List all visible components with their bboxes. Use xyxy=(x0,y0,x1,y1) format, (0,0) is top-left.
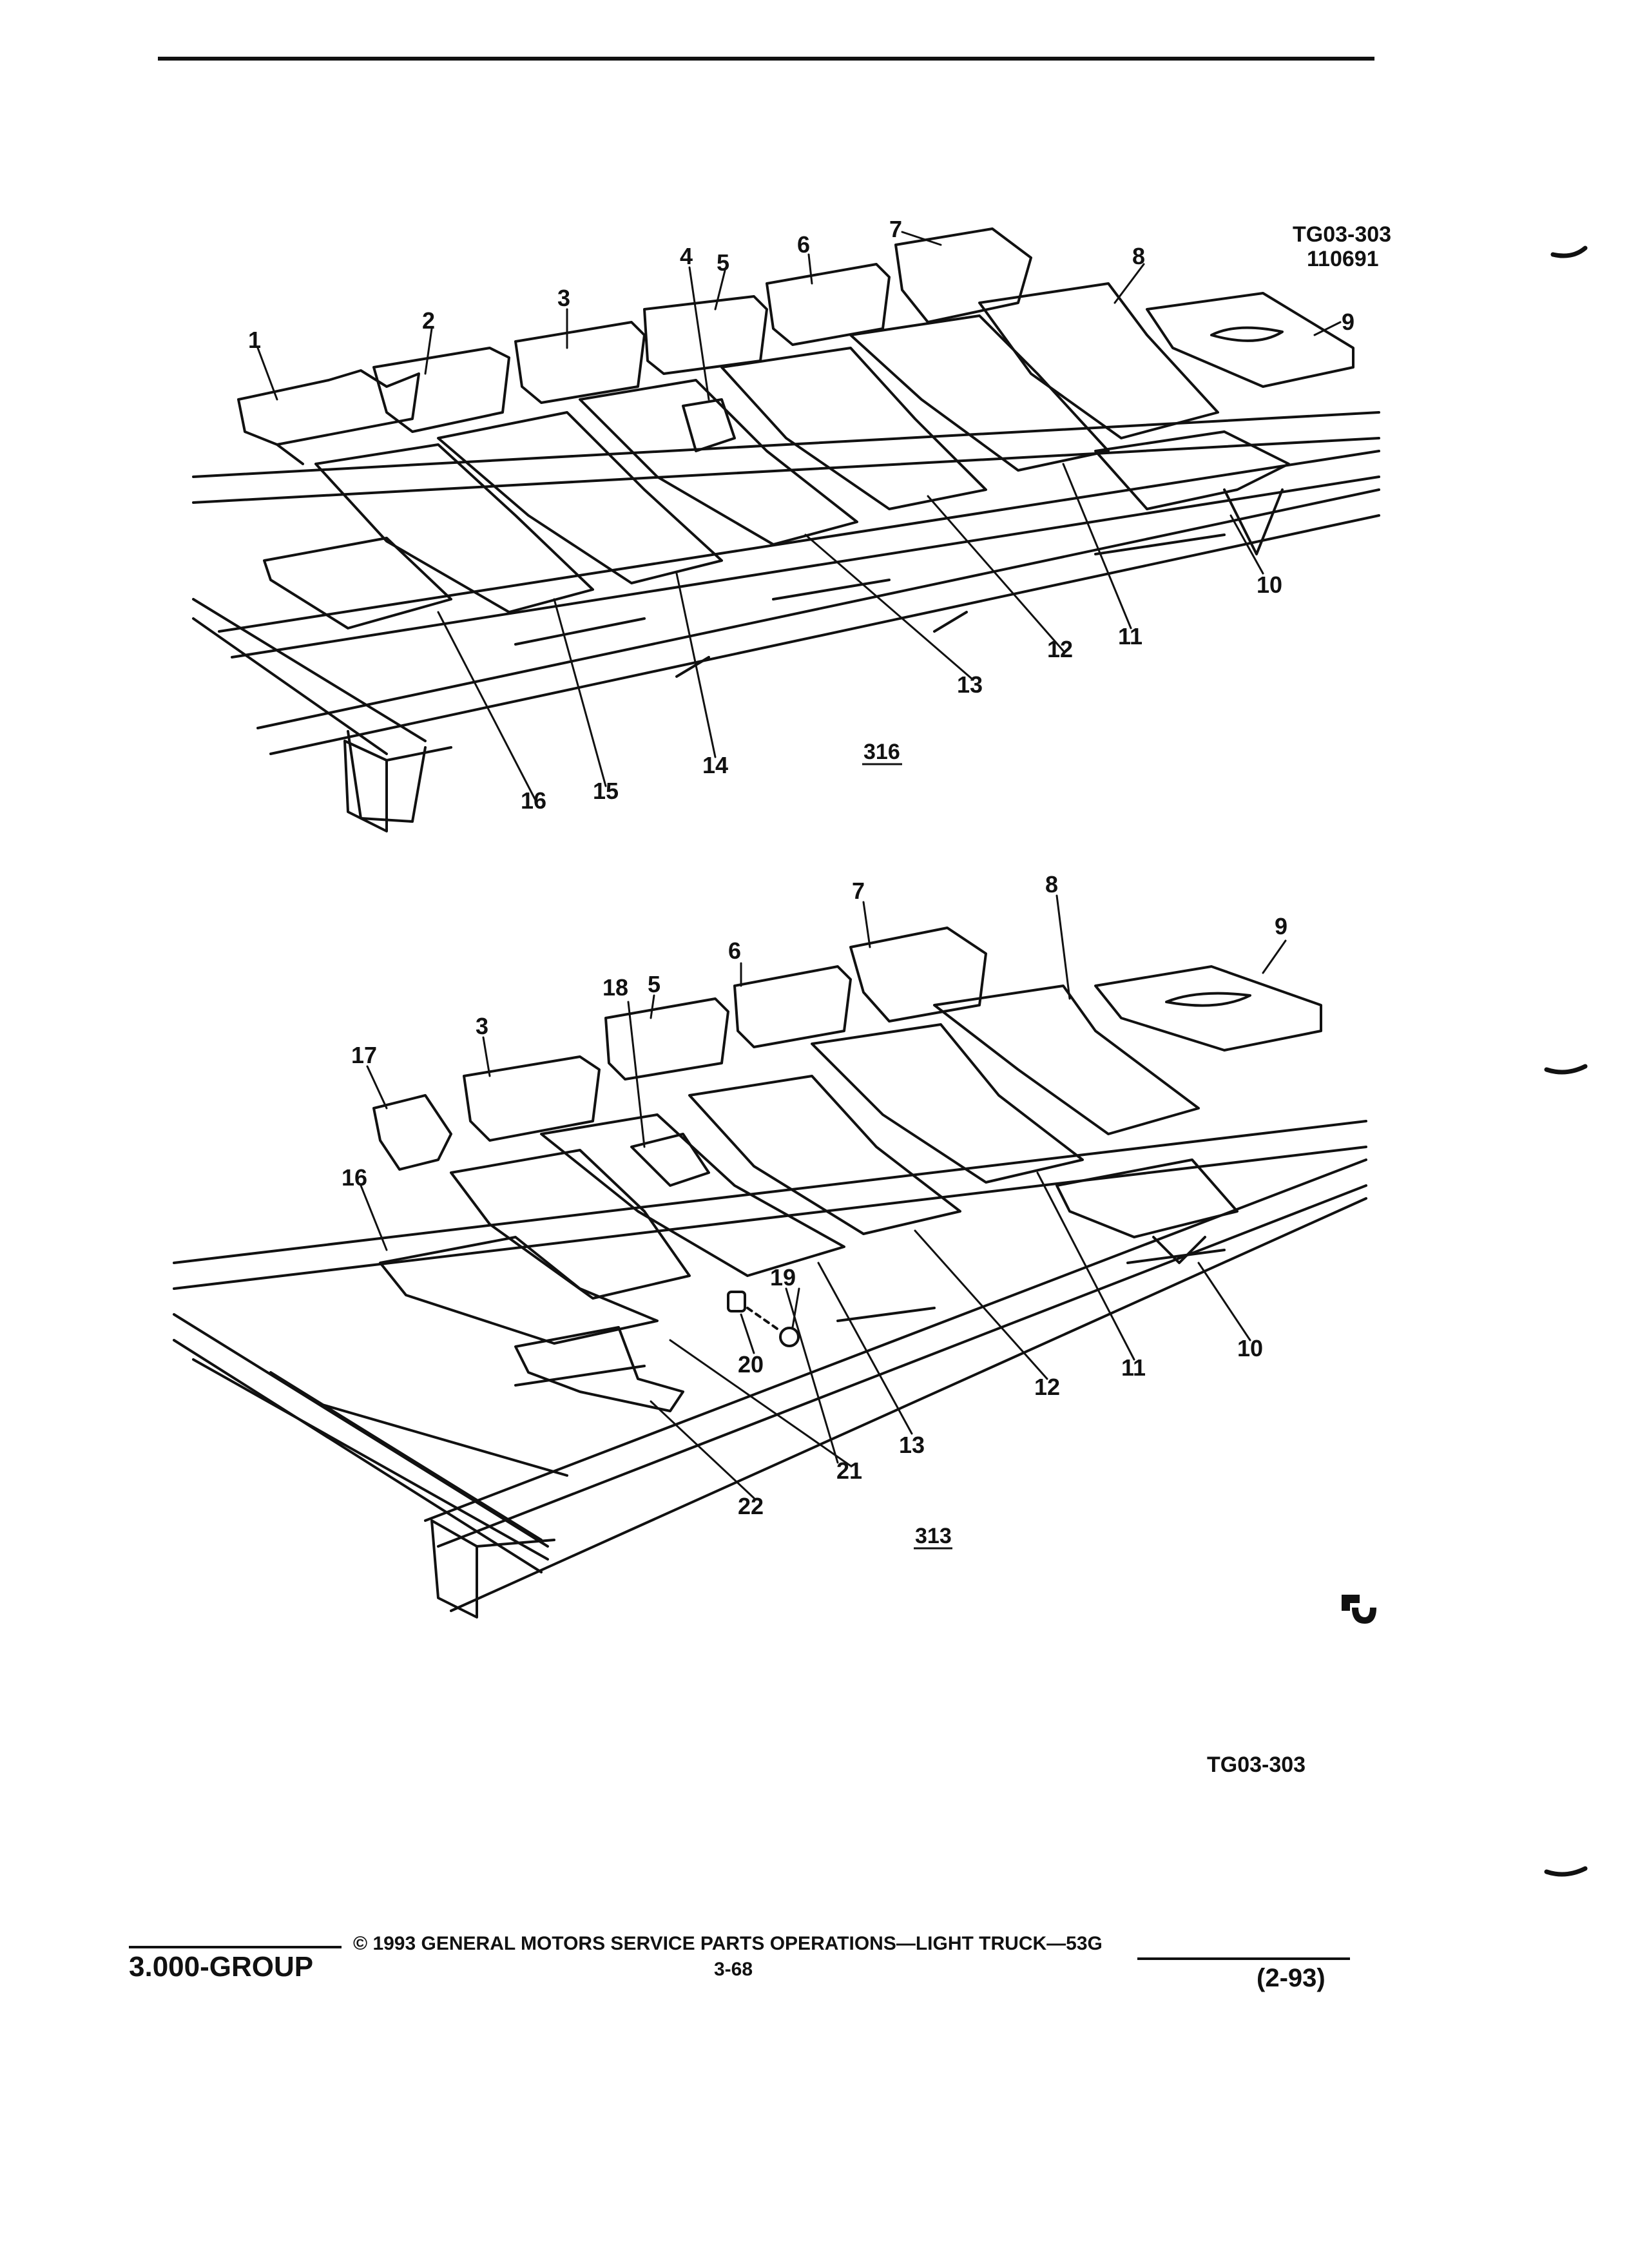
lower-part-9 xyxy=(1094,965,1322,1052)
lower-callout-labels: 3 5 6 7 8 9 10 11 12 13 16 17 18 19 20 2… xyxy=(342,871,1287,1519)
upper-part-13 xyxy=(579,379,858,546)
upper-part-1 xyxy=(237,369,420,465)
upper-callout-10: 10 xyxy=(1257,572,1282,598)
top-rule xyxy=(158,57,1374,61)
lower-callout-17: 17 xyxy=(351,1042,377,1068)
upper-part-3 xyxy=(514,321,646,404)
lower-part-13 xyxy=(540,1113,845,1277)
upper-callout-15: 15 xyxy=(593,778,619,804)
upper-frame-rail xyxy=(192,411,1380,755)
upper-callout-11: 11 xyxy=(1118,623,1142,649)
lower-callout-21: 21 xyxy=(836,1457,862,1484)
upper-leaders xyxy=(256,231,1342,800)
upper-diagram xyxy=(192,227,1380,832)
lower-diagram-ref: 313 xyxy=(915,1524,952,1548)
header-sub-code: 110691 xyxy=(1307,247,1379,271)
lower-part-10 xyxy=(1055,1158,1239,1264)
lower-callout-22: 22 xyxy=(738,1493,764,1519)
lower-frame-side xyxy=(173,1313,549,1573)
lower-callout-3: 3 xyxy=(476,1013,488,1039)
lower-part-11 xyxy=(811,1023,1084,1184)
lower-part-7 xyxy=(849,927,987,1023)
lower-part-21 xyxy=(450,1149,691,1300)
lower-part-18 xyxy=(630,1133,710,1187)
lower-callout-12: 12 xyxy=(1034,1374,1060,1400)
upper-callout-4: 4 xyxy=(680,243,693,269)
upper-part-11 xyxy=(849,314,1110,472)
footer-group: 3.000-GROUP xyxy=(129,1951,314,1983)
footer-copyright: © 1993 GENERAL MOTORS SERVICE PARTS OPER… xyxy=(353,1933,1103,1954)
lower-part-3 xyxy=(463,1055,601,1142)
lower-callout-13: 13 xyxy=(899,1432,925,1458)
lower-callout-11: 11 xyxy=(1121,1354,1146,1381)
upper-callout-labels: 1 2 3 4 5 6 7 8 9 10 11 12 13 14 15 16 xyxy=(248,216,1354,814)
upper-callout-5: 5 xyxy=(717,249,729,276)
upper-part-6 xyxy=(766,263,891,346)
upper-callout-2: 2 xyxy=(422,307,435,334)
lower-callout-18: 18 xyxy=(602,974,628,1001)
lower-part-8 xyxy=(933,985,1200,1135)
lower-callout-7: 7 xyxy=(852,878,865,904)
lower-part-22 xyxy=(514,1326,684,1412)
upper-part-16 xyxy=(263,537,452,629)
lower-callout-9: 9 xyxy=(1275,913,1287,939)
upper-callout-8: 8 xyxy=(1132,243,1145,269)
footer-rule-right xyxy=(1137,1957,1350,1960)
upper-callout-1: 1 xyxy=(248,327,261,353)
upper-part-9 xyxy=(1146,292,1354,388)
lower-leaders xyxy=(360,894,1287,1499)
lower-diagram xyxy=(173,894,1367,1619)
lower-part-20 xyxy=(727,1291,746,1312)
lower-callout-20: 20 xyxy=(738,1351,764,1378)
upper-part-10 xyxy=(1094,430,1290,555)
footer-page: 3-68 xyxy=(714,1959,753,1980)
lower-part-5 xyxy=(604,997,729,1081)
lower-part-6 xyxy=(733,965,852,1048)
upper-part-12 xyxy=(720,347,987,510)
upper-callout-7: 7 xyxy=(889,216,902,242)
lower-callout-5: 5 xyxy=(648,971,660,997)
gm-spo-logo xyxy=(1342,1595,1376,1624)
margin-marks xyxy=(1544,245,1588,1877)
header-code: TG03-303 xyxy=(1293,222,1392,247)
upper-callout-16: 16 xyxy=(521,787,546,814)
upper-frame-end xyxy=(343,740,452,832)
upper-part-2 xyxy=(372,347,510,433)
lower-part-16 xyxy=(379,1236,659,1345)
upper-callout-9: 9 xyxy=(1342,309,1354,335)
lower-callout-8: 8 xyxy=(1045,871,1058,898)
lower-part-19 xyxy=(779,1327,800,1347)
lower-frame-rail xyxy=(173,1120,1367,1612)
figure-code: TG03-303 xyxy=(1207,1753,1306,1777)
upper-part-15 xyxy=(314,443,594,613)
upper-callout-12: 12 xyxy=(1047,636,1073,662)
lower-part-17 xyxy=(372,1094,452,1171)
lower-callout-19: 19 xyxy=(770,1264,796,1291)
upper-part-14 xyxy=(437,411,723,584)
upper-diagram-ref: 316 xyxy=(863,740,900,764)
lower-callout-16: 16 xyxy=(342,1164,367,1191)
upper-callout-3: 3 xyxy=(557,285,570,311)
upper-callout-6: 6 xyxy=(797,231,810,258)
lower-frame-end xyxy=(430,1519,555,1619)
upper-part-7 xyxy=(894,227,1032,323)
lower-part-12 xyxy=(688,1075,961,1235)
upper-callout-14: 14 xyxy=(702,752,728,778)
footer-rule-left xyxy=(129,1946,342,1948)
lower-callout-6: 6 xyxy=(728,937,741,964)
lower-callout-10: 10 xyxy=(1237,1335,1263,1361)
upper-part-4 xyxy=(682,398,736,452)
upper-callout-13: 13 xyxy=(957,671,983,698)
footer-date: (2-93) xyxy=(1257,1964,1325,1992)
upper-part-8 xyxy=(978,282,1219,439)
